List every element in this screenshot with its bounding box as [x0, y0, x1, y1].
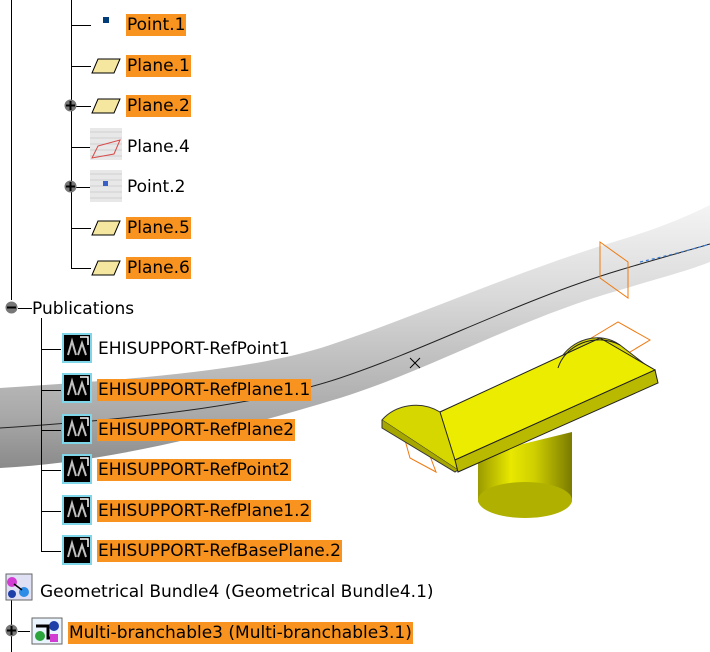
- tree-item-plane-4[interactable]: Plane.4: [127, 137, 190, 157]
- tree-item-plane-6[interactable]: Plane.6: [126, 257, 191, 279]
- tree-item-pub-refplane2[interactable]: EHISUPPORT-RefPlane2: [97, 419, 296, 441]
- tree-item-pub-refplane1-1[interactable]: EHISUPPORT-RefPlane1.1: [97, 379, 312, 401]
- expand-plus-icon[interactable]: [63, 179, 78, 194]
- publication-icon: [62, 535, 92, 565]
- plane-icon: [91, 220, 121, 236]
- plane-icon: [91, 58, 121, 74]
- tree-item-point-1[interactable]: Point.1: [126, 14, 187, 36]
- tree-line-root: [11, 0, 12, 300]
- publication-icon: [62, 454, 92, 484]
- tree-item-geometrical-bundle[interactable]: Geometrical Bundle4 (Geometrical Bundle4…: [40, 582, 434, 602]
- publication-icon: [62, 495, 92, 525]
- tree-item-pub-refpoint1[interactable]: EHISUPPORT-RefPoint1: [98, 339, 290, 359]
- geometrical-bundle-icon: [5, 573, 33, 601]
- harness-tube: [0, 205, 710, 468]
- point-hidden-icon: [90, 170, 122, 202]
- tree-item-publications[interactable]: Publications: [32, 299, 135, 319]
- tree-item-pub-refpoint2[interactable]: EHISUPPORT-RefPoint2: [97, 459, 291, 481]
- tree-item-plane-2[interactable]: Plane.2: [126, 95, 191, 117]
- point-icon: [103, 17, 109, 23]
- plane-hidden-icon: [90, 128, 122, 160]
- tube-centerline: [0, 243, 710, 429]
- expand-plus-icon[interactable]: [4, 623, 19, 638]
- tree-item-point-2[interactable]: Point.2: [127, 177, 186, 197]
- publication-icon: [62, 414, 92, 444]
- multi-branchable-icon: [31, 617, 63, 645]
- plane-outline-1: [599, 241, 629, 299]
- support-plate-front: [454, 369, 659, 473]
- tree-line-publications: [41, 318, 42, 551]
- publication-icon: [62, 333, 92, 363]
- tree-line-geometry: [71, 0, 72, 268]
- tree-item-plane-5[interactable]: Plane.5: [126, 217, 191, 239]
- tree-item-pub-refplane1-2[interactable]: EHISUPPORT-RefPlane1.2: [97, 500, 312, 522]
- publication-icon: [62, 373, 92, 403]
- collapse-minus-icon[interactable]: [4, 300, 19, 315]
- tree-item-multi-branchable[interactable]: Multi-branchable3 (Multi-branchable3.1): [68, 622, 413, 644]
- expand-plus-icon[interactable]: [63, 98, 78, 113]
- tree-item-pub-refbaseplane-2[interactable]: EHISUPPORT-RefBasePlane.2: [97, 540, 342, 562]
- tree-item-plane-1[interactable]: Plane.1: [126, 55, 191, 77]
- plane-icon: [91, 98, 121, 114]
- plane-icon: [91, 260, 121, 276]
